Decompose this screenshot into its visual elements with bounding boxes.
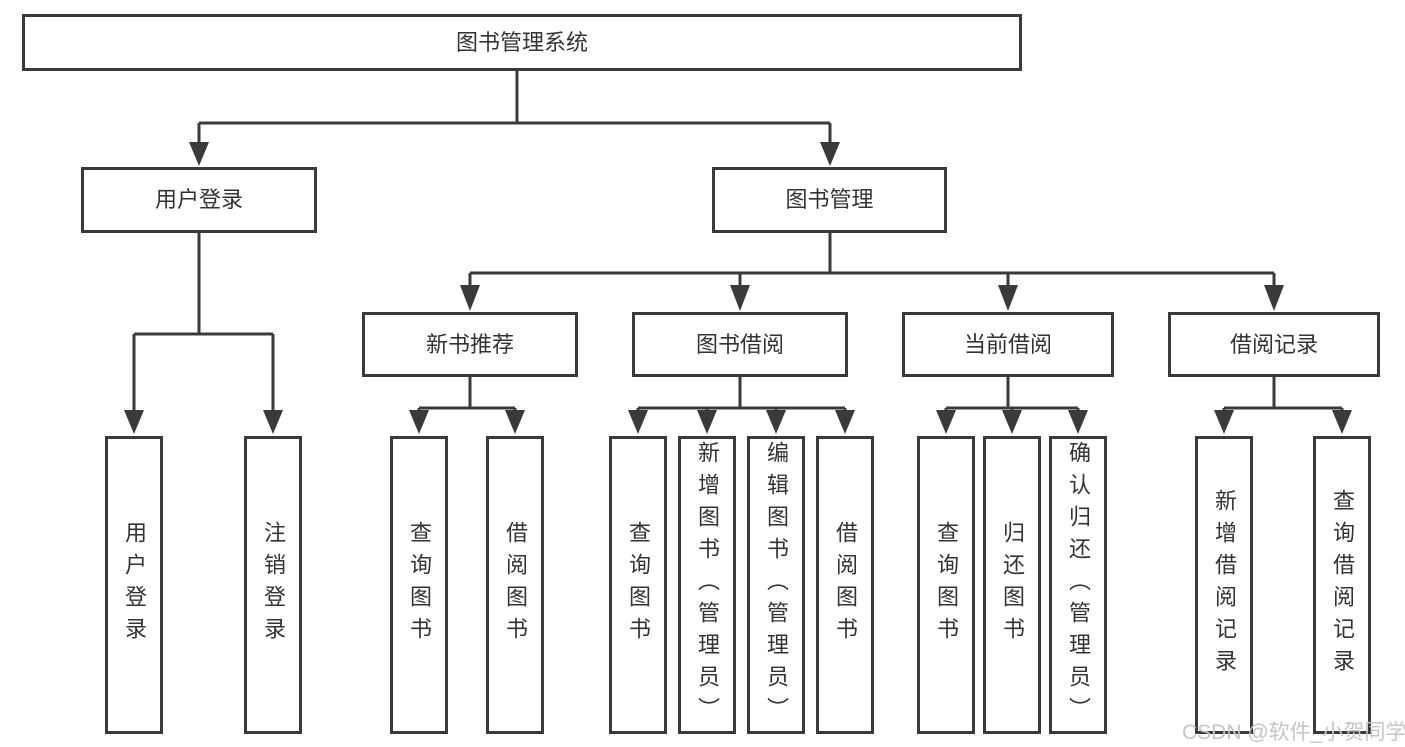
node-new-book-recommendation: 新书推荐 [362,312,578,377]
node-borrow-books-borrowing: 借阅图书 [816,436,874,734]
node-borrow-books-recommend: 借阅图书 [486,436,544,734]
node-label: 用户登录 [122,521,147,649]
node-label: 当前借阅 [963,331,1052,357]
node-query-books-recommend: 查询图书 [390,436,448,734]
node-label: 借阅记录 [1229,331,1318,357]
node-label: 归还图书 [1000,521,1025,649]
node-book-management: 图书管理 [712,167,947,233]
node-label: 借阅图书 [503,521,528,649]
node-label: 新增图书（管理员） [695,441,720,729]
node-query-borrow-record: 查询借阅记录 [1313,436,1371,734]
node-label: 用户登录 [154,187,243,212]
node-book-borrowing: 图书借阅 [632,312,848,377]
node-user-login: 用户登录 [81,167,317,233]
node-label: 查询图书 [626,521,651,649]
node-label: 查询图书 [407,521,432,649]
node-current-borrowing: 当前借阅 [902,312,1114,377]
node-label: 查询借阅记录 [1330,489,1355,681]
node-user-login-leaf: 用户登录 [105,436,163,734]
arrowheads [124,142,1352,434]
node-label: 图书管理 [785,187,874,212]
node-library-management-system: 图书管理系统 [22,14,1022,71]
node-label: 注销登录 [261,521,286,649]
node-return-books: 归还图书 [983,436,1041,734]
node-query-books-borrowing: 查询图书 [609,436,667,734]
node-logout: 注销登录 [244,436,302,734]
node-edit-books-admin: 编辑图书（管理员） [747,436,805,734]
node-borrowing-records: 借阅记录 [1168,312,1380,377]
node-label: 新增借阅记录 [1212,489,1237,681]
node-label: 借阅图书 [833,521,858,649]
node-label: 图书管理系统 [455,29,588,55]
csdn-watermark: CSDN @软件_小贺同学 [1182,721,1405,744]
node-query-books-current: 查询图书 [917,436,975,734]
node-label: 确认归还（管理员） [1066,441,1091,729]
node-confirm-return-admin: 确认归还（管理员） [1049,436,1107,734]
node-label: 图书借阅 [695,331,784,357]
node-label: 新书推荐 [425,331,514,357]
node-add-borrow-record: 新增借阅记录 [1195,436,1253,734]
node-label: 编辑图书（管理员） [764,441,789,729]
node-label: 查询图书 [934,521,959,649]
node-add-books-admin: 新增图书（管理员） [678,436,736,734]
